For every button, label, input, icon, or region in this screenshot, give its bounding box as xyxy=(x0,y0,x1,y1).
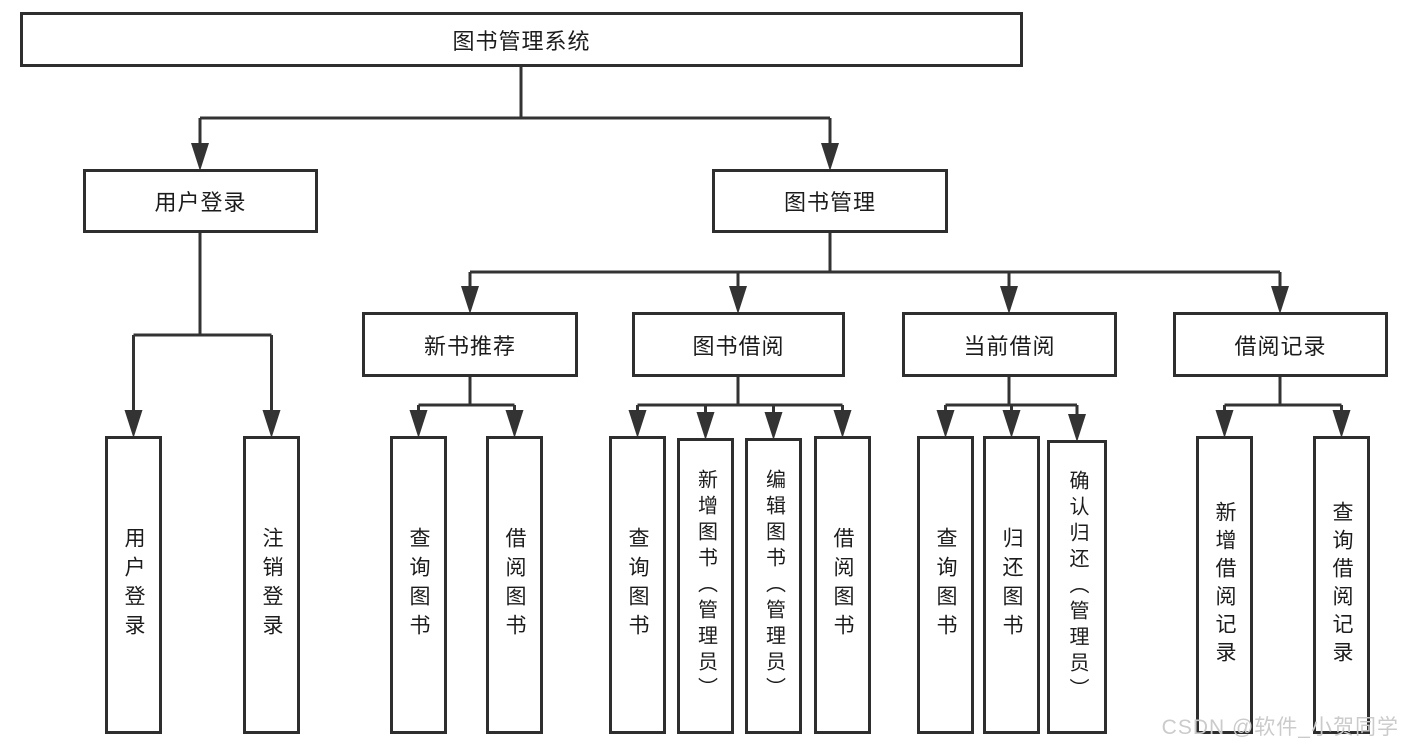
leaf-borrow-add-book-admin: 新增图书（管理员） xyxy=(677,438,734,734)
node-book-management-label: 图书管理 xyxy=(783,190,876,215)
node-borrow-record-label: 借阅记录 xyxy=(1234,333,1327,359)
node-borrow-record: 借阅记录 xyxy=(1173,312,1388,377)
node-book-borrow-label: 图书借阅 xyxy=(692,333,785,359)
leaf-borrow-edit-book-admin: 编辑图书（管理员） xyxy=(745,438,802,734)
node-book-borrow: 图书借阅 xyxy=(632,312,845,377)
node-book-management: 图书管理 xyxy=(712,169,948,233)
leaf-current-query-book: 查询图书 xyxy=(917,436,974,734)
leaf-recommend-borrow-book: 借阅图书 xyxy=(486,436,543,734)
leaf-current-confirm-return-admin: 确认归还（管理员） xyxy=(1047,440,1107,734)
node-new-book-recommend: 新书推荐 xyxy=(362,312,578,377)
leaf-record-add-record: 新增借阅记录 xyxy=(1196,436,1253,734)
leaf-user-login: 用户登录 xyxy=(105,436,162,734)
node-user-login: 用户登录 xyxy=(83,169,318,233)
leaf-borrow-borrow-book: 借阅图书 xyxy=(814,436,871,734)
node-new-book-recommend-label: 新书推荐 xyxy=(423,333,516,359)
csdn-watermark: CSDN @软件_小贺同学 xyxy=(1161,716,1399,739)
leaf-logout: 注销登录 xyxy=(243,436,300,734)
node-user-login-label: 用户登录 xyxy=(154,190,247,215)
node-current-borrow: 当前借阅 xyxy=(902,312,1117,377)
arrowheads xyxy=(124,143,1351,442)
leaf-current-return-book: 归还图书 xyxy=(983,436,1040,734)
leaf-recommend-query-book: 查询图书 xyxy=(390,436,447,734)
leaf-borrow-query-book: 查询图书 xyxy=(609,436,666,734)
leaf-record-query-record: 查询借阅记录 xyxy=(1313,436,1370,734)
node-root-label: 图书管理系统 xyxy=(452,28,591,54)
node-current-borrow-label: 当前借阅 xyxy=(963,333,1056,359)
node-root: 图书管理系统 xyxy=(20,12,1023,67)
